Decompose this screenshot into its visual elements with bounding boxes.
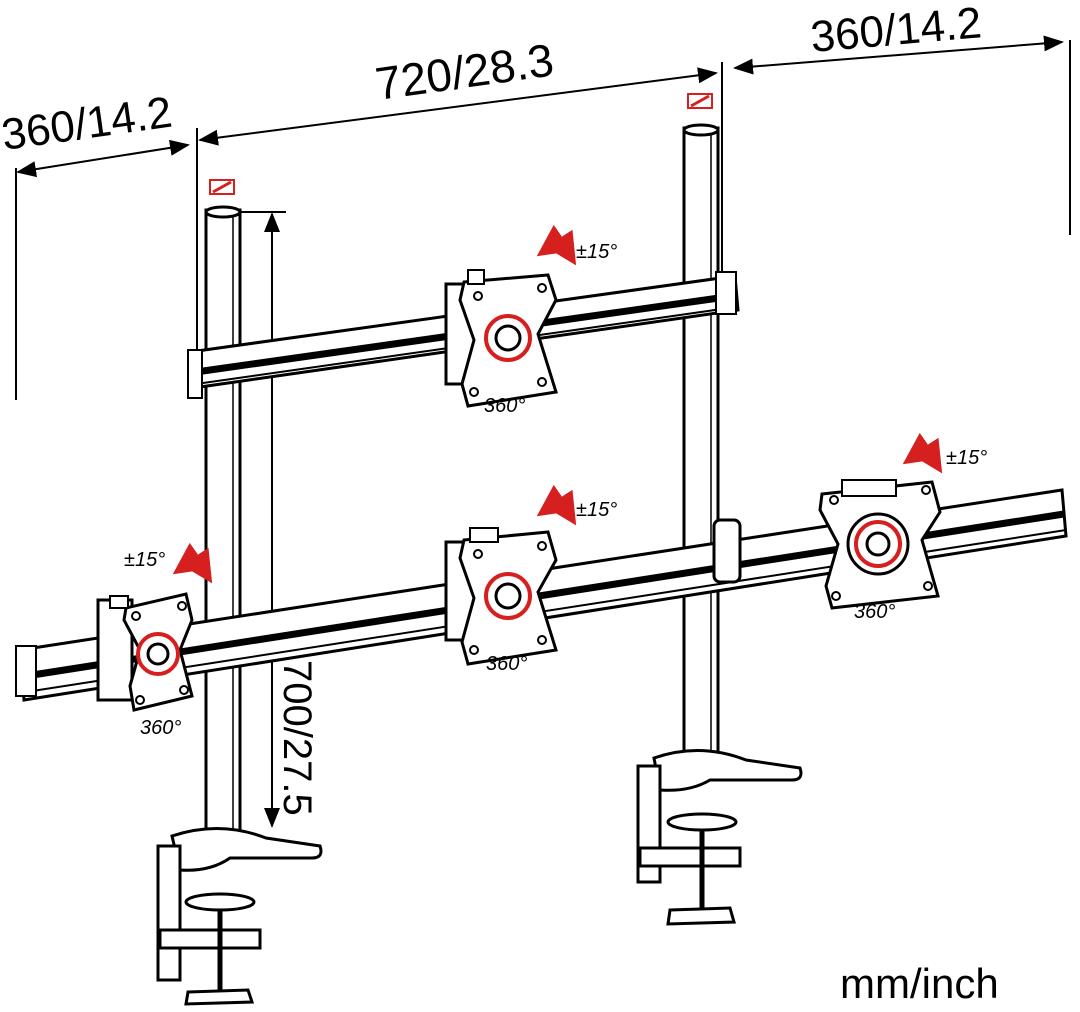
pole-height-label: 700/27.5 (275, 660, 319, 816)
rotate-label-left: 360° (140, 717, 181, 739)
tilt-label-middle: ±15° (576, 499, 617, 521)
tilt-arrow-right (902, 432, 943, 474)
left-span-label: 360/14.2 (0, 88, 175, 160)
dimension-pole-height: 700/27.5 (240, 211, 319, 828)
rotate-label-right: 360° (854, 601, 895, 623)
right-span-label: 360/14.2 (809, 0, 984, 62)
right-vesa-plate (818, 479, 942, 610)
tilt-label-top: ±15° (576, 241, 617, 263)
center-span-label: 720/28.3 (372, 33, 557, 109)
dimension-right-span: 360/14.2 (721, 0, 1071, 280)
tilt-label-left: ±15° (124, 549, 165, 571)
right-pole-swivel-icon (687, 93, 713, 109)
rotate-label-middle: 360° (486, 653, 527, 675)
left-pole (204, 205, 242, 837)
right-pole (682, 123, 720, 758)
left-pole-swivel-icon (209, 179, 235, 195)
tilt-arrow-left (172, 542, 213, 584)
left-desk-clamp (156, 827, 323, 1006)
tilt-arrow-middle (536, 484, 577, 526)
right-desk-clamp (636, 749, 803, 926)
units-label: mm/inch (840, 960, 999, 1007)
tilt-label-right: ±15° (946, 447, 987, 469)
rotate-label-top: 360° (484, 395, 525, 417)
tilt-arrow-top (536, 224, 577, 266)
top-vesa-plate (444, 269, 558, 408)
middle-vesa-plate (444, 527, 558, 666)
dimension-left-span: 360/14.2 (0, 88, 190, 400)
left-vesa-plate (96, 592, 194, 712)
